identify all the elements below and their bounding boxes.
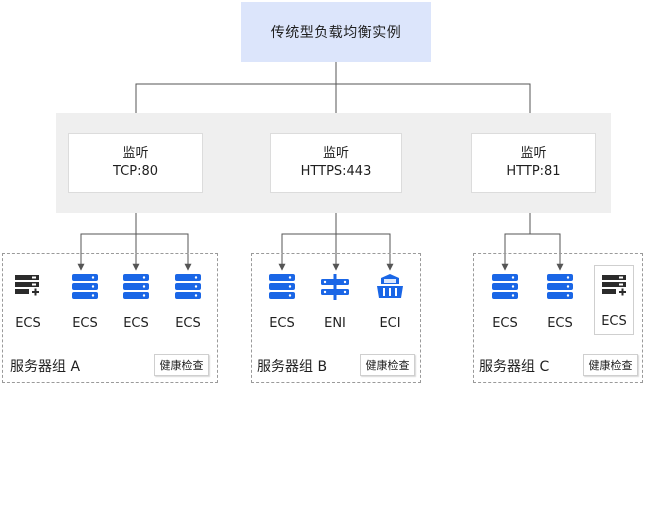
listener-name: 监听 <box>322 146 349 161</box>
eci-node <box>375 272 405 302</box>
node-label: ECS <box>269 316 295 331</box>
ecs-inactive-icon <box>15 275 39 296</box>
ecs-inactive-node <box>600 272 630 302</box>
ecs-node <box>490 272 520 302</box>
ecs-node <box>545 272 575 302</box>
server-group-a-label: 服务器组 A <box>10 359 81 375</box>
listener-name: 监听 <box>520 146 547 161</box>
ecs-server-icon <box>72 274 98 299</box>
listener-protocol: TCP:80 <box>112 164 159 179</box>
server-group-b <box>251 253 421 383</box>
listener-https: 监听 HTTPS:443 <box>270 133 402 193</box>
ecs-node <box>173 272 203 302</box>
ecs-server-icon <box>123 274 149 299</box>
node-label: ECS <box>15 316 41 331</box>
node-label: ECS <box>547 316 573 331</box>
listener-http: 监听 HTTP:81 <box>471 133 596 193</box>
ecs-server-icon <box>547 274 573 299</box>
server-group-c <box>473 253 643 383</box>
health-check-button-b[interactable]: 健康检查 <box>360 354 415 376</box>
load-balancer-instance: 传统型负载均衡实例 <box>241 2 431 62</box>
eni-icon <box>321 274 349 300</box>
health-check-button-a[interactable]: 健康检查 <box>154 354 209 376</box>
ecs-inactive-icon <box>602 275 626 296</box>
ecs-node <box>121 272 151 302</box>
node-label: ECS <box>175 316 201 331</box>
ecs-node <box>70 272 100 302</box>
server-group-c-label: 服务器组 C <box>479 359 550 375</box>
node-label: ECI <box>379 316 401 331</box>
listener-protocol: HTTP:81 <box>506 164 561 179</box>
node-label: ECS <box>492 316 518 331</box>
eci-icon <box>377 274 403 298</box>
node-label: ECS <box>601 314 627 329</box>
ecs-inactive-node <box>13 272 43 302</box>
eni-node <box>320 272 350 302</box>
ecs-server-icon <box>269 274 295 299</box>
listener-name: 监听 <box>122 146 149 161</box>
node-label: ENI <box>324 316 346 331</box>
health-check-button-c[interactable]: 健康检查 <box>583 354 638 376</box>
server-group-a <box>2 253 218 383</box>
node-label: ECS <box>123 316 149 331</box>
server-group-b-label: 服务器组 B <box>257 359 328 375</box>
load-balancer-title: 传统型负载均衡实例 <box>270 25 402 41</box>
ecs-server-icon <box>175 274 201 299</box>
ecs-server-icon <box>492 274 518 299</box>
node-label: ECS <box>72 316 98 331</box>
ecs-node <box>267 272 297 302</box>
listener-protocol: HTTPS:443 <box>300 164 372 179</box>
listener-tcp: 监听 TCP:80 <box>68 133 203 193</box>
